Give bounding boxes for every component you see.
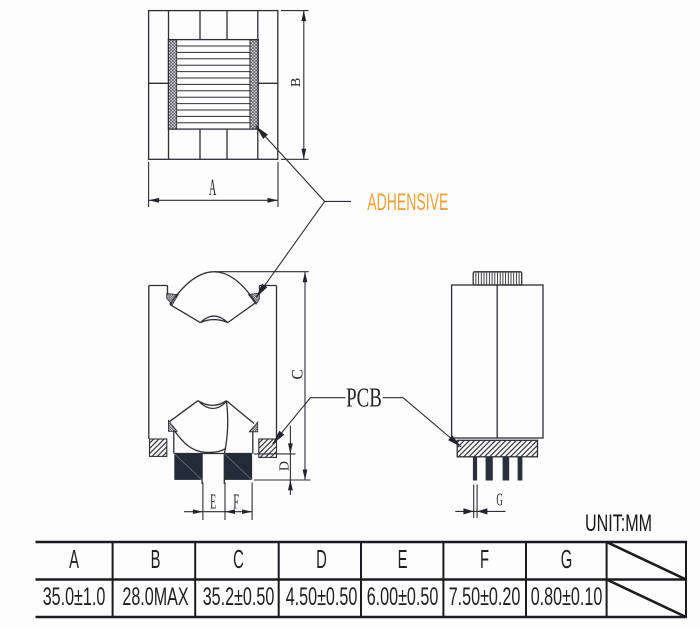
- svg-text:4.50±0.50: 4.50±0.50: [286, 584, 358, 611]
- svg-text:A: A: [209, 174, 217, 200]
- svg-text:A: A: [69, 546, 79, 574]
- svg-text:E: E: [398, 546, 408, 574]
- svg-text:B: B: [289, 78, 304, 87]
- svg-text:F: F: [480, 546, 489, 574]
- svg-text:ADHENSIVE: ADHENSIVE: [367, 189, 448, 216]
- svg-text:B: B: [151, 546, 161, 574]
- svg-text:PCB: PCB: [346, 383, 382, 413]
- svg-text:C: C: [233, 546, 244, 574]
- svg-text:7.50±0.20: 7.50±0.20: [449, 584, 521, 611]
- svg-text:E: E: [210, 489, 216, 513]
- svg-text:C: C: [289, 369, 306, 379]
- svg-text:0.80±0.10: 0.80±0.10: [531, 584, 603, 611]
- svg-text:D: D: [316, 546, 327, 574]
- svg-text:28.0MAX: 28.0MAX: [122, 584, 188, 611]
- svg-text:G: G: [561, 546, 572, 574]
- svg-text:D: D: [278, 461, 293, 471]
- svg-text:UNIT:MM: UNIT:MM: [585, 511, 652, 537]
- svg-text:F: F: [233, 490, 239, 514]
- svg-text:G: G: [496, 490, 503, 510]
- svg-text:35.0±1.0: 35.0±1.0: [43, 584, 106, 611]
- svg-text:35.2±0.50: 35.2±0.50: [203, 584, 275, 611]
- svg-text:6.00±0.50: 6.00±0.50: [367, 584, 439, 611]
